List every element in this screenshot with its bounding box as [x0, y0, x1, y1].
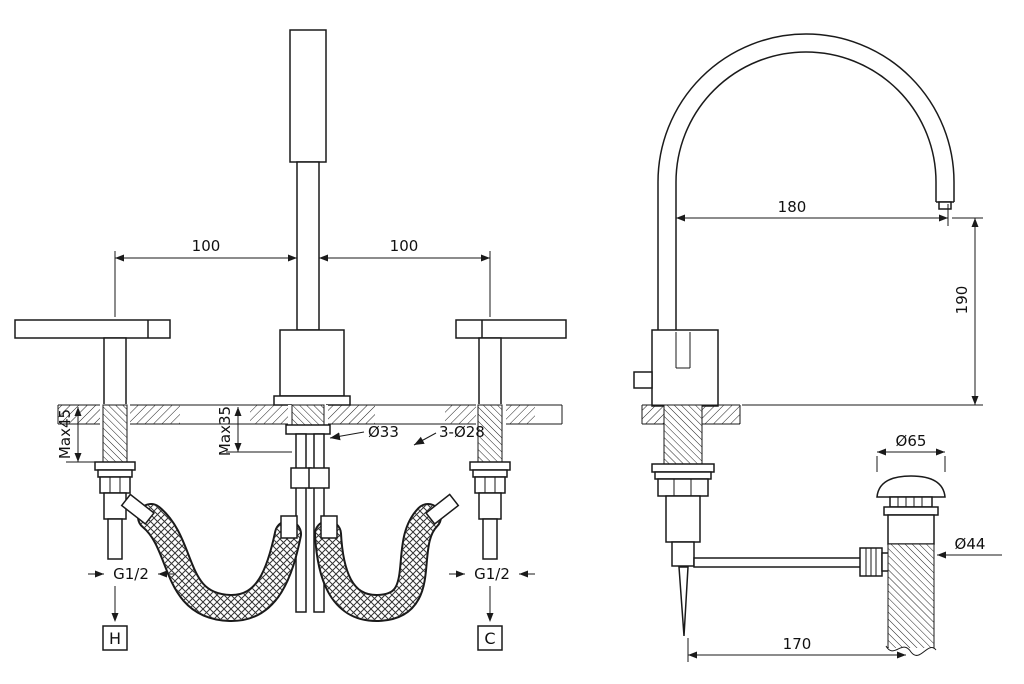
- side-washer: [651, 463, 715, 473]
- right-handle: [455, 319, 567, 406]
- waste-slots: [889, 496, 933, 508]
- spout-neck: [296, 161, 320, 331]
- dim-reach: 180: [676, 198, 949, 226]
- dim-170-label: 170: [783, 635, 812, 653]
- dim-holes-note: 3-Ø28: [413, 423, 485, 446]
- front-view: 100 100 Max45 Max35 Ø33 3-Ø28: [14, 29, 567, 651]
- left-handle-stem: [103, 337, 127, 406]
- side-reducer: [671, 541, 695, 567]
- side-knob: [633, 371, 653, 389]
- right-valve-assembly: [469, 404, 511, 560]
- waste-body: [887, 514, 935, 545]
- thread-left-label: G1/2: [113, 565, 149, 583]
- spout-base-flange: [273, 395, 351, 406]
- waste-dome-cap: [876, 475, 946, 498]
- left-handle: [14, 319, 171, 406]
- dim-max35-label: Max35: [216, 406, 234, 456]
- center-washer: [285, 424, 331, 435]
- dim-d65-label: Ø65: [896, 432, 927, 450]
- right-inlet-stub: [478, 492, 502, 520]
- hot-connection-callout: G1/2 H: [88, 565, 174, 651]
- center-inlet-pipes: [285, 404, 331, 613]
- left-mounting-nut: [99, 476, 131, 494]
- right-mounting-nut: [474, 476, 506, 494]
- center-nut-right: [308, 467, 330, 489]
- hot-label: H: [109, 629, 121, 648]
- left-washer: [94, 461, 136, 471]
- braided-hose-left: [139, 505, 300, 620]
- dim-waste-cap: Ø65: [876, 432, 946, 472]
- popup-waste: [859, 475, 946, 670]
- spout-aerator: [938, 201, 952, 210]
- dim-3d28-label: 3-Ø28: [439, 423, 485, 441]
- side-valve-assembly: [651, 404, 865, 637]
- cold-connection-callout: G1/2 C: [449, 565, 535, 651]
- hot-label-box: [102, 625, 128, 651]
- hose-fitting-left: [280, 515, 298, 539]
- dim-d44-label: Ø44: [955, 535, 986, 553]
- spout-base: [279, 329, 345, 397]
- popup-rod: [693, 557, 865, 568]
- thread-right-label: G1/2: [474, 565, 510, 583]
- dim-hole-spacing: 100 100: [114, 237, 491, 317]
- right-handle-stem: [478, 337, 502, 406]
- dim-max45-label: Max45: [56, 409, 74, 459]
- dim-height: 190: [742, 217, 983, 406]
- side-view: 180 190 Ø65 Ø44: [633, 33, 1002, 670]
- spout-upper-body: [289, 29, 327, 163]
- dim-waste-offset: 170: [687, 635, 906, 662]
- right-lever-bar: [455, 319, 567, 339]
- braided-hose-right: [316, 505, 440, 620]
- left-inlet-tail: [107, 518, 123, 560]
- left-lever-bar: [14, 319, 171, 339]
- right-elbow-fitting: [424, 493, 460, 526]
- braided-hoses: [137, 503, 442, 622]
- dim-d33-label: Ø33: [368, 423, 399, 441]
- spout-front: [273, 29, 351, 406]
- dim-180-label: 180: [778, 198, 807, 216]
- dim-max-deck-left: Max45: [56, 407, 103, 463]
- dim-waste-tail: Ø44: [937, 535, 1002, 559]
- left-elbow-fitting: [120, 493, 156, 526]
- hose-fitting-right: [320, 515, 338, 539]
- dim-190-label: 190: [953, 286, 971, 315]
- break-line: [885, 645, 937, 656]
- dim-max-deck-center: Max35: [216, 406, 292, 456]
- dim-spacing-left-label: 100: [192, 237, 221, 255]
- dim-spacing-right-label: 100: [390, 237, 419, 255]
- right-washer: [469, 461, 511, 471]
- side-inlet-cylinder: [665, 495, 701, 543]
- mixer-body-side: [633, 329, 719, 407]
- cold-label-box: [477, 625, 503, 651]
- center-nut-left: [290, 467, 312, 489]
- left-valve-assembly: [94, 404, 136, 560]
- cold-label: C: [484, 629, 495, 648]
- right-inlet-tail: [482, 518, 498, 560]
- threaded-stud: [678, 566, 689, 637]
- dim-center-hole: Ø33: [329, 423, 399, 441]
- gooseneck-spout: [657, 33, 955, 332]
- waste-tailpipe: [887, 543, 935, 648]
- side-mounting-nut: [657, 478, 709, 497]
- waste-flange: [883, 506, 939, 516]
